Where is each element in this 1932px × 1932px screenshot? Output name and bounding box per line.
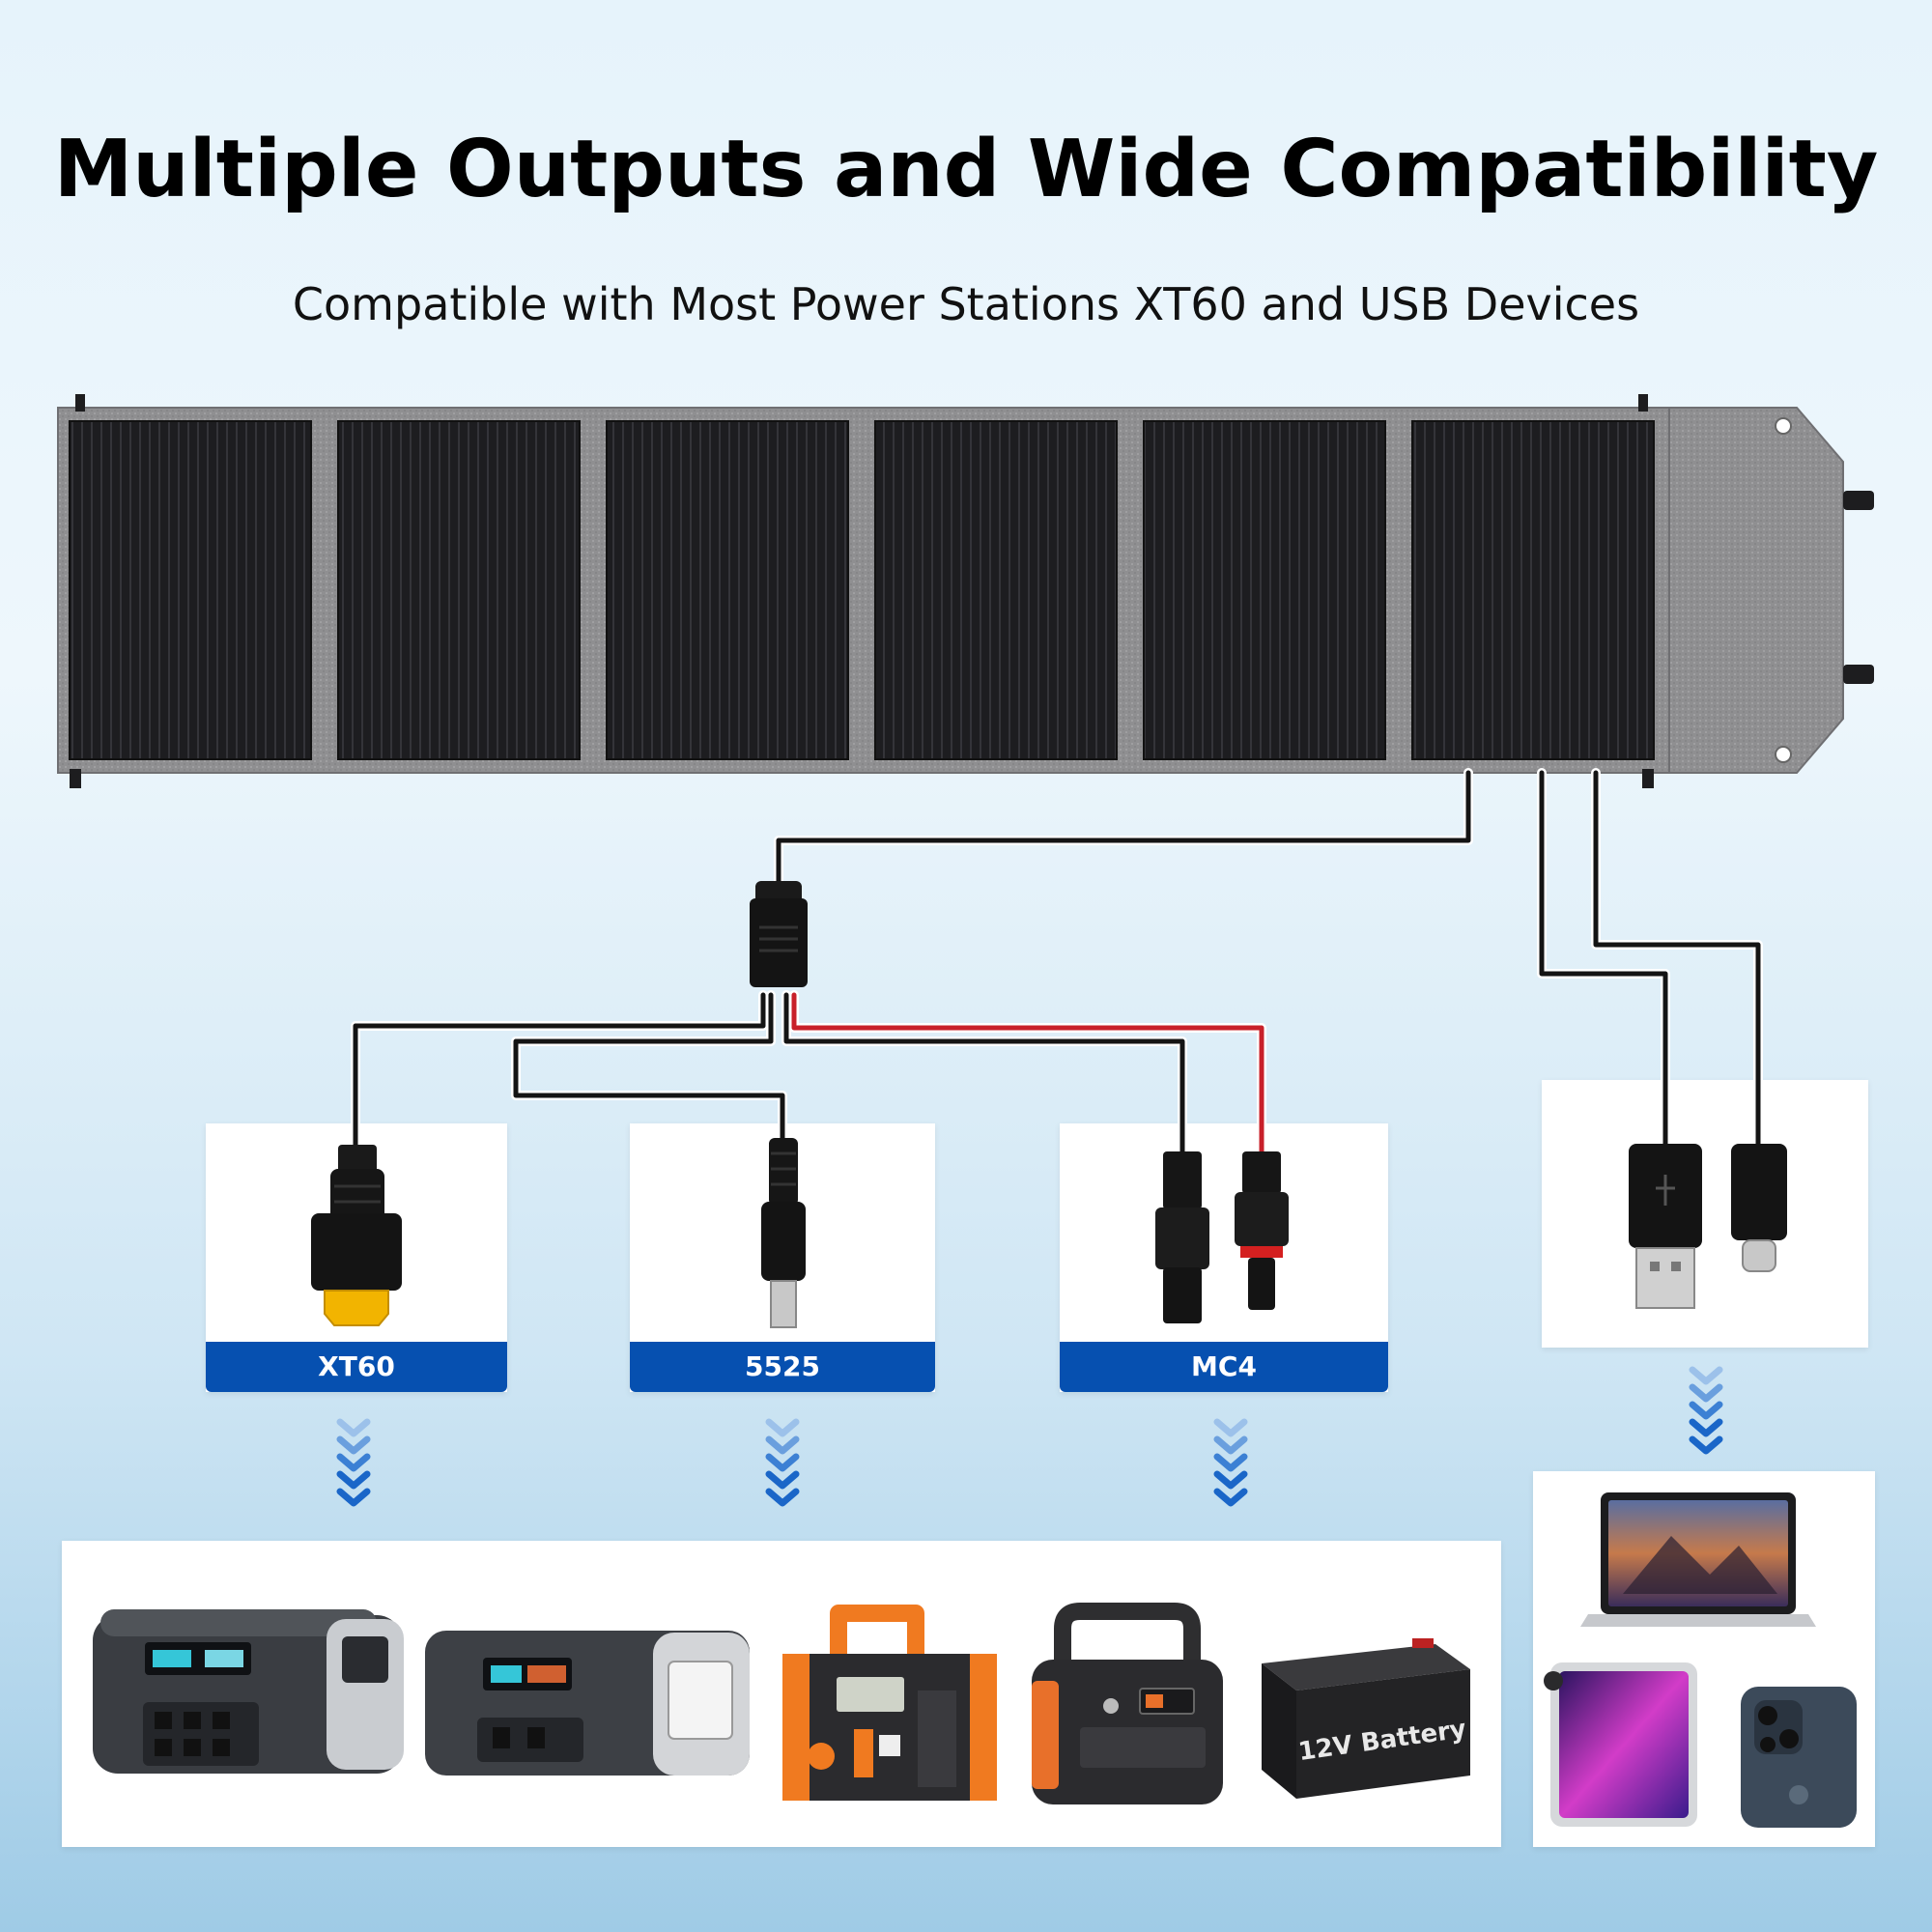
phone-icon <box>1741 1687 1857 1828</box>
mc4-label: MC4 <box>1060 1342 1388 1392</box>
page-title: Multiple Outputs and Wide Compatibility <box>53 124 1879 215</box>
usb-card <box>1542 1080 1868 1348</box>
xt60-label: XT60 <box>206 1342 507 1392</box>
power-station-2 <box>425 1631 750 1776</box>
tablet-icon <box>1544 1662 1697 1827</box>
arrow-down-icon <box>1689 1366 1723 1455</box>
arrow-down-icon <box>765 1418 800 1507</box>
usb-c-icon <box>1731 1144 1787 1272</box>
solar-panel-icon <box>57 394 1874 788</box>
laptop-icon <box>1580 1492 1816 1627</box>
arrow-down-icon <box>336 1418 371 1507</box>
xt60-connector-icon <box>311 1145 402 1326</box>
power-station-1 <box>93 1609 404 1774</box>
power-station-4 <box>1032 1603 1223 1804</box>
usb-a-icon <box>1629 1144 1702 1309</box>
page-subtitle: Compatible with Most Power Stations XT60… <box>292 278 1640 330</box>
12v-battery-icon: 12V Battery <box>1262 1638 1470 1799</box>
arrows <box>336 1366 1723 1507</box>
dc5525-label: 5525 <box>630 1342 935 1392</box>
dc5525-connector-icon <box>761 1138 806 1328</box>
mc4-connector-icon <box>1155 1151 1289 1323</box>
power-station-3 <box>782 1605 997 1801</box>
splitter-connector <box>750 881 808 987</box>
cables <box>351 768 1763 1156</box>
arrow-down-icon <box>1213 1418 1248 1507</box>
